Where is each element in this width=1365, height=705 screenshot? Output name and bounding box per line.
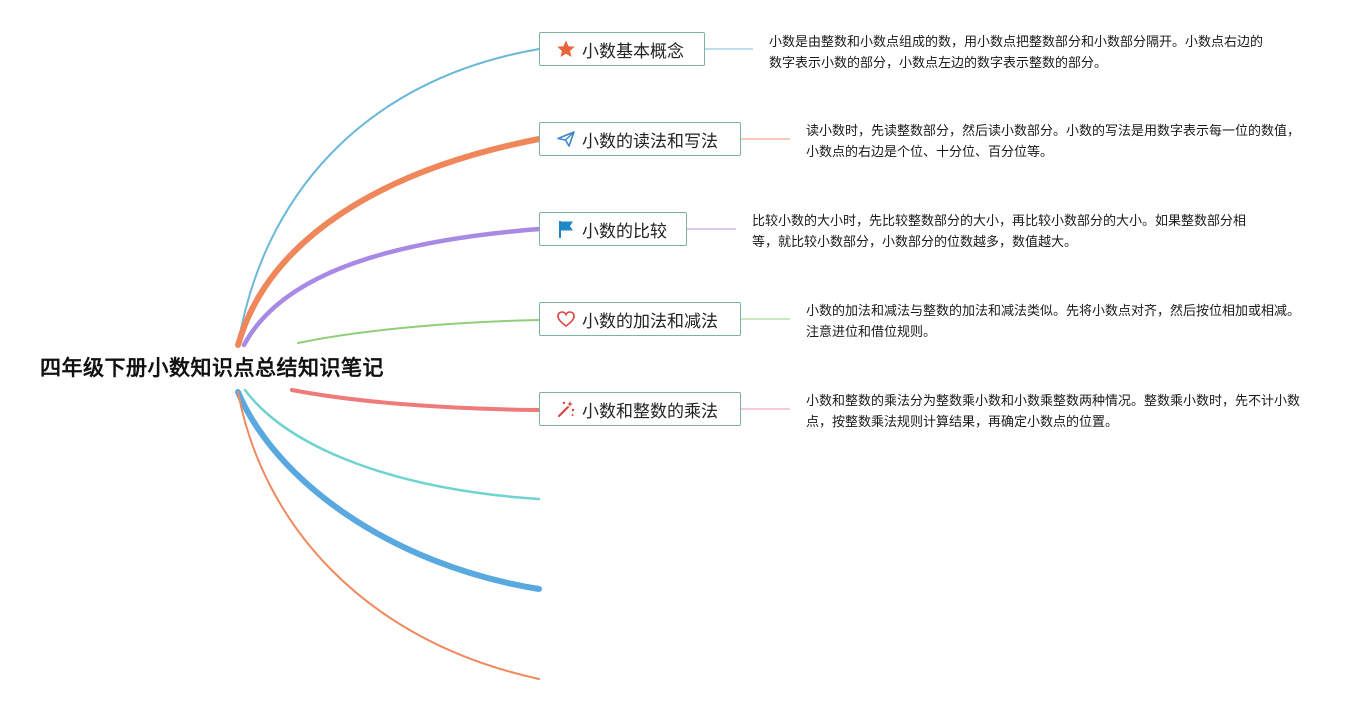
topic-label: 小数的读法和写法	[582, 131, 718, 152]
topic-comparing-decimals[interactable]: 小数的比较	[539, 212, 687, 246]
branch-line	[237, 391, 540, 680]
branch-line	[235, 136, 542, 348]
branch-line	[237, 48, 540, 346]
topic-label: 小数的加法和减法	[582, 311, 718, 332]
note-decimal-addition-subtraction: 小数的加法和减法与整数的加法和减法类似。先将小数点对齐，然后按位相加或相减。注意…	[806, 304, 1301, 340]
branch-line	[243, 388, 541, 501]
topic-decimal-integer-multiplication[interactable]: 小数和整数的乘法	[539, 392, 741, 426]
root-topic[interactable]: 四年级下册小数知识点总结知识笔记	[40, 356, 384, 380]
note-decimal-basic-concept: 小数是由整数和小数点组成的数，用小数点把整数部分和小数部分隔开。小数点右边的数字…	[769, 35, 1264, 71]
flag-icon	[556, 219, 576, 239]
topic-decimal-basic-concept[interactable]: 小数基本概念	[539, 32, 705, 66]
star-icon	[556, 39, 576, 59]
branch-line	[297, 319, 540, 344]
note-comparing-decimals: 比较小数的大小时，先比较整数部分的大小，再比较小数部分的大小。如果整数部分相等，…	[752, 214, 1247, 250]
paper-plane-icon	[556, 129, 576, 149]
note-reading-writing-decimals: 读小数时，先读整数部分，然后读小数部分。小数的写法是用数字表示每一位的数值，小数…	[806, 124, 1301, 160]
magic-wand-icon	[556, 399, 576, 419]
branch-line	[290, 388, 541, 412]
topic-reading-writing-decimals[interactable]: 小数的读法和写法	[539, 122, 741, 156]
branch-line	[235, 389, 542, 592]
heart-icon	[556, 309, 576, 329]
topic-label: 小数的比较	[582, 221, 667, 242]
note-decimal-integer-multiplication: 小数和整数的乘法分为整数乘小数和小数乘整数两种情况。整数乘小数时，先不计小数点，…	[806, 394, 1301, 430]
branch-line	[241, 226, 542, 348]
topic-label: 小数基本概念	[582, 41, 684, 62]
topic-decimal-addition-subtraction[interactable]: 小数的加法和减法	[539, 302, 741, 336]
topic-label: 小数和整数的乘法	[582, 401, 718, 422]
